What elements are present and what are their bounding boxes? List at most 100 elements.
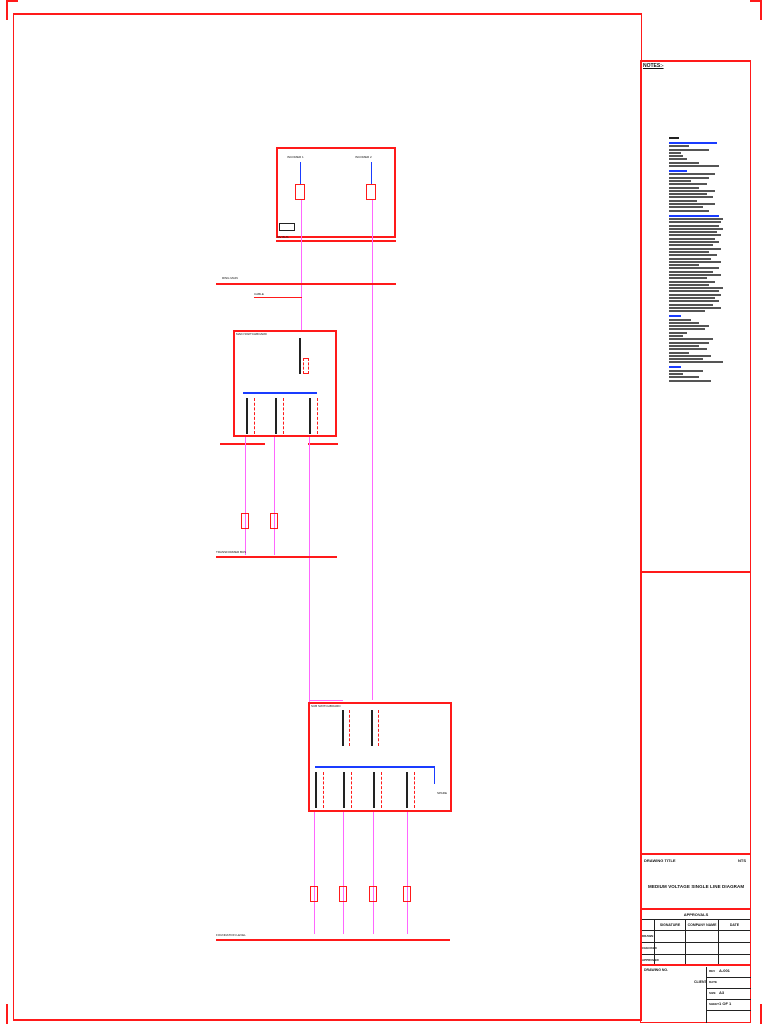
cable-tag-label: CABLE bbox=[254, 292, 264, 296]
drawing-title-box: DRAWING TITLE NTS MEDIUM VOLTAGE SINGLE … bbox=[642, 857, 750, 909]
frame-corner-tr bbox=[760, 0, 762, 20]
transformer-2b-icon bbox=[339, 886, 347, 902]
incomer-2-breaker-icon bbox=[366, 184, 376, 200]
incomer-2-busbar bbox=[371, 162, 372, 184]
sub-switchboard-panel bbox=[308, 702, 452, 812]
sub-breaker-4-icon bbox=[406, 772, 415, 808]
transformer-1b-icon bbox=[270, 513, 278, 529]
cable-feeder-2 bbox=[274, 437, 275, 555]
incomer-bus-label: MV BUS bbox=[277, 235, 289, 239]
approval-row-approved: APPROVED bbox=[642, 955, 659, 966]
incomer-panel bbox=[276, 147, 396, 238]
rev-grid: REV A-001 DATE SIZE A3 SHEET 1 OF 1 bbox=[706, 967, 751, 1023]
cable-incomer-1 bbox=[301, 200, 302, 330]
main-switchboard-busbar bbox=[243, 392, 317, 394]
size-value: A3 bbox=[719, 990, 725, 995]
approvals-header: APPROVALS bbox=[683, 912, 709, 917]
drawing-title: MEDIUM VOLTAGE SINGLE LINE DIAGRAM bbox=[648, 884, 745, 889]
foundation-level-bus bbox=[216, 939, 450, 941]
notes-panel: NOTES:- bbox=[643, 63, 748, 571]
frame-corner-bl bbox=[6, 1004, 8, 1024]
outgoing-breaker-1-icon bbox=[246, 398, 255, 434]
sub-incomer-1-icon bbox=[342, 710, 350, 746]
frame-corner-tl-h bbox=[6, 0, 18, 2]
client-label: CLIENT bbox=[694, 980, 707, 984]
approval-cell bbox=[655, 931, 686, 943]
frame-corner-tr-h bbox=[750, 0, 762, 2]
cable-tag-line bbox=[254, 297, 302, 298]
drawing-no-label: DRAWING NO. bbox=[644, 968, 669, 972]
sub-breaker-2-icon bbox=[343, 772, 352, 808]
size-label: SIZE bbox=[709, 991, 716, 995]
incomer-2-label: INCOMER 2 bbox=[355, 155, 372, 159]
outgoing-breaker-2-icon bbox=[275, 398, 284, 434]
notes-section-cables bbox=[669, 315, 681, 318]
transformer-2a-icon bbox=[310, 886, 318, 902]
incomer-bus-line bbox=[276, 240, 396, 242]
drawing-frame bbox=[13, 13, 642, 1021]
busbar-spare-drop bbox=[434, 766, 435, 784]
main-incomer-switch-icon bbox=[299, 338, 306, 374]
cable-feeder-3 bbox=[309, 437, 310, 702]
cable-sub-feeder-1 bbox=[314, 812, 315, 934]
feeder-tag-line-1 bbox=[220, 443, 265, 445]
main-incomer-protection-icon bbox=[303, 358, 309, 374]
approval-cell bbox=[686, 931, 719, 943]
scale-label: NTS bbox=[738, 858, 746, 863]
sub-breaker-3-icon bbox=[373, 772, 382, 808]
spare-label: SPARE bbox=[437, 791, 447, 795]
approval-col-company: COMPANY NAME bbox=[686, 920, 719, 931]
approval-col-signature: SIGNATURE bbox=[655, 920, 686, 931]
cable-feeder-1 bbox=[245, 437, 246, 555]
notes-body bbox=[669, 137, 725, 382]
sub-switchboard-label: SUB SWITCHBOARD bbox=[311, 704, 341, 708]
main-switchboard-panel bbox=[233, 330, 337, 437]
transformer-bus-1-label: TRANSFORMER BUS bbox=[216, 550, 247, 554]
transformer-2c-icon bbox=[369, 886, 377, 902]
incomer-1-breaker-icon bbox=[295, 184, 305, 200]
title-block-column bbox=[640, 60, 751, 1023]
notes-heading: NOTES:- bbox=[643, 63, 664, 69]
transformer-2d-icon bbox=[403, 886, 411, 902]
approval-cell bbox=[686, 943, 719, 955]
cable-link bbox=[309, 700, 343, 701]
date-label: DATE bbox=[709, 980, 717, 984]
notes-section-installation bbox=[669, 214, 719, 217]
foundation-level-label: FOUNDATION LEVEL bbox=[216, 933, 246, 937]
title-divider-4 bbox=[640, 964, 751, 966]
sub-switchboard-busbar bbox=[315, 766, 435, 768]
frame-corner-tl bbox=[6, 0, 8, 20]
incomer-1-busbar bbox=[300, 162, 301, 184]
feeder-tag-line-2 bbox=[308, 443, 338, 445]
approval-cell bbox=[719, 931, 750, 943]
sheet-value: 1 OF 1 bbox=[719, 1001, 732, 1006]
approval-row-checked: CHECKED bbox=[642, 943, 657, 955]
notes-section-earthing bbox=[669, 366, 681, 369]
title-divider-3 bbox=[640, 908, 751, 910]
ring-main-label: RING MAIN bbox=[222, 276, 238, 280]
rev-label: REV bbox=[709, 969, 716, 973]
approval-cell bbox=[686, 955, 719, 966]
approval-cell bbox=[655, 943, 686, 955]
outgoing-breaker-3-icon bbox=[309, 398, 318, 434]
cable-sub-feeder-4 bbox=[407, 812, 408, 934]
sub-breaker-1-icon bbox=[315, 772, 324, 808]
approval-cell bbox=[655, 955, 686, 966]
sheet-label: SHEET bbox=[709, 1002, 720, 1006]
transformer-1a-icon bbox=[241, 513, 249, 529]
title-divider-1 bbox=[640, 571, 751, 573]
rev-value: A-001 bbox=[719, 968, 730, 973]
drawing-title-label: DRAWING TITLE bbox=[644, 858, 676, 863]
cable-incomer-2 bbox=[372, 200, 373, 700]
cable-sub-feeder-2 bbox=[343, 812, 344, 934]
approvals-table: APPROVALS SIGNATURE COMPANY NAME DATE DR… bbox=[642, 911, 750, 967]
notes-section-system bbox=[669, 170, 687, 173]
drawing-number-block: DRAWING NO. CLIENT REV A-001 DATE SIZE A… bbox=[642, 967, 751, 1023]
frame-corner-br bbox=[760, 1004, 762, 1024]
sub-incomer-2-icon bbox=[371, 710, 379, 746]
approval-row-drawn: DRAWN bbox=[642, 931, 655, 943]
approval-cell bbox=[719, 943, 750, 955]
ring-main-bus bbox=[216, 283, 396, 285]
approval-col-date: DATE bbox=[719, 920, 750, 931]
main-switchboard-label: MAIN SWITCHBOARD bbox=[236, 332, 267, 336]
